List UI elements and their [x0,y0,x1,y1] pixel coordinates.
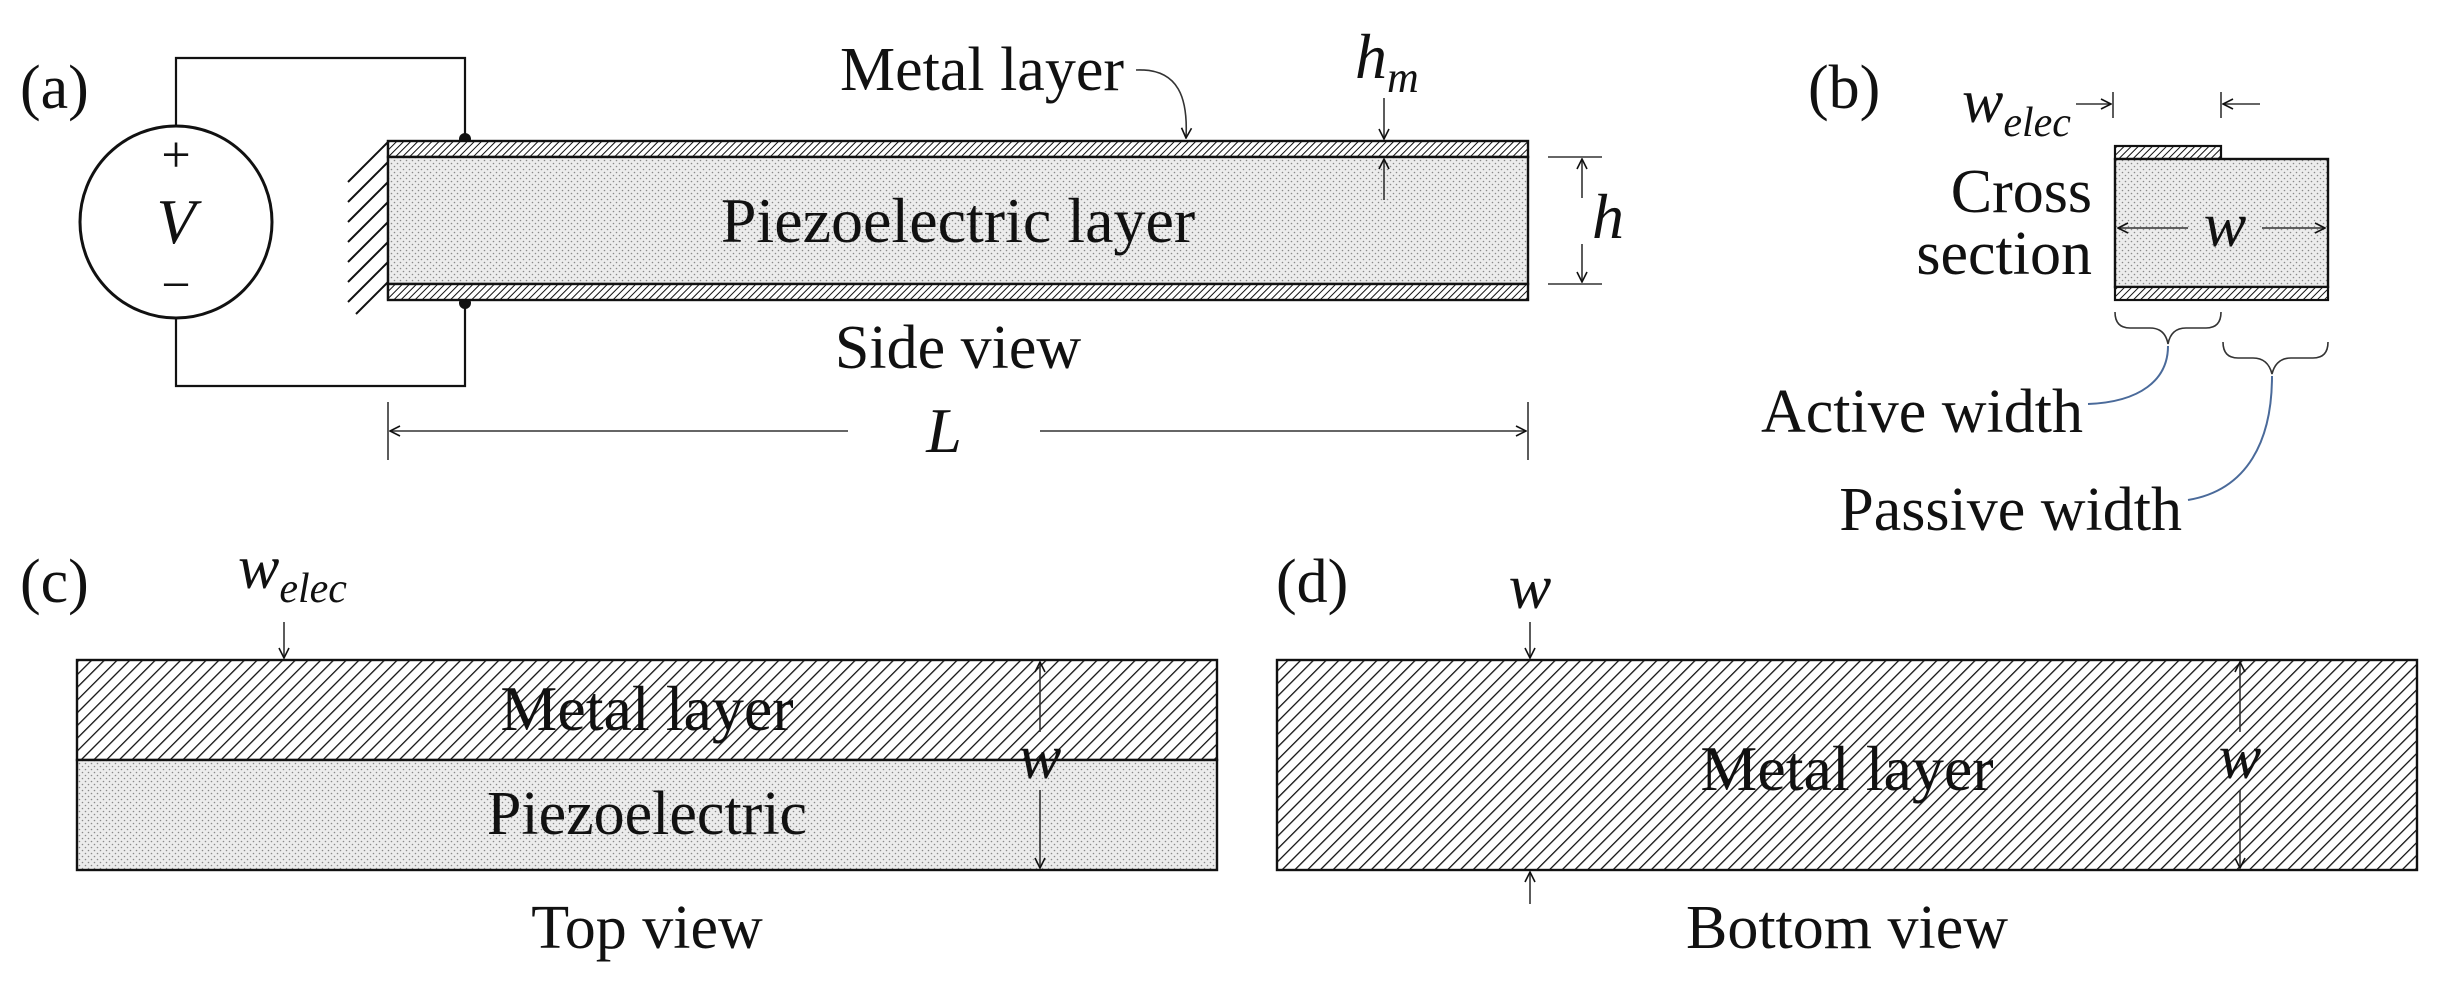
cross-top-electrode [2113,144,2223,161]
panel-c: (c) welec Metal layer Piezoelectric w To… [20,534,1219,962]
cross-bottom-metal [2113,285,2330,302]
bottom-view-label: Bottom view [1686,894,2008,962]
metal-layer-label: Metal layer [840,36,1124,104]
source-voltage-label: V [156,186,202,257]
metal-layer-leader [1135,69,1186,138]
side-view-label: Side view [835,314,1081,382]
w-label-c: w [1019,721,1062,792]
panel-d-tag: (d) [1276,548,1348,616]
w-top-label-d: w [1509,551,1552,622]
active-width-brace [2114,311,2222,345]
bottom-metal-layer [386,282,1530,302]
welec-label-c: welec [238,534,347,612]
w-label-b: w [2204,189,2247,260]
panel-a: (a) + V − Piezoelectric layer Metal la [20,21,1624,466]
passive-width-leader [2187,375,2273,501]
wire-top [174,56,467,139]
top-view-piezo-label: Piezoelectric [487,780,807,848]
hm-label: hm [1355,21,1419,102]
passive-width-brace [2222,341,2329,375]
top-view-label: Top view [531,894,763,962]
cross-piezo-body [2113,157,2330,289]
panel-d: (d) w Metal layer w Bottom view [1275,548,2419,962]
wire-bottom [174,303,467,388]
panel-b: (b) welec Cross section w Active width P… [1761,54,2330,544]
clamp-hatch-icon [347,141,389,315]
passive-width-label: Passive width [1839,476,2182,544]
h-label: h [1592,181,1624,252]
active-width-leader [2087,345,2169,405]
length-label: L [925,395,962,466]
panel-a-tag: (a) [20,54,89,122]
panel-b-tag: (b) [1808,54,1880,122]
w-label-d: w [2219,721,2262,792]
top-view-piezo-strip [75,758,1219,872]
bottom-view-metal-label: Metal layer [1700,733,1993,804]
bottom-view-metal-plate [1275,658,2419,872]
active-width-label: Active width [1761,378,2083,446]
cross-section-label-line2: section [1916,220,2092,288]
cross-section-label-line1: Cross [1951,158,2092,226]
piezo-layer-label: Piezoelectric layer [721,185,1195,256]
top-view-metal-label: Metal layer [500,673,793,744]
top-view-metal-strip [75,658,1219,762]
panel-c-tag: (c) [20,548,89,616]
piezo-layer [386,155,1530,286]
top-metal-layer [386,139,1530,159]
welec-label-b: welec [1962,68,2071,146]
source-plus-sign: + [161,127,190,184]
source-minus-sign: − [161,257,190,314]
